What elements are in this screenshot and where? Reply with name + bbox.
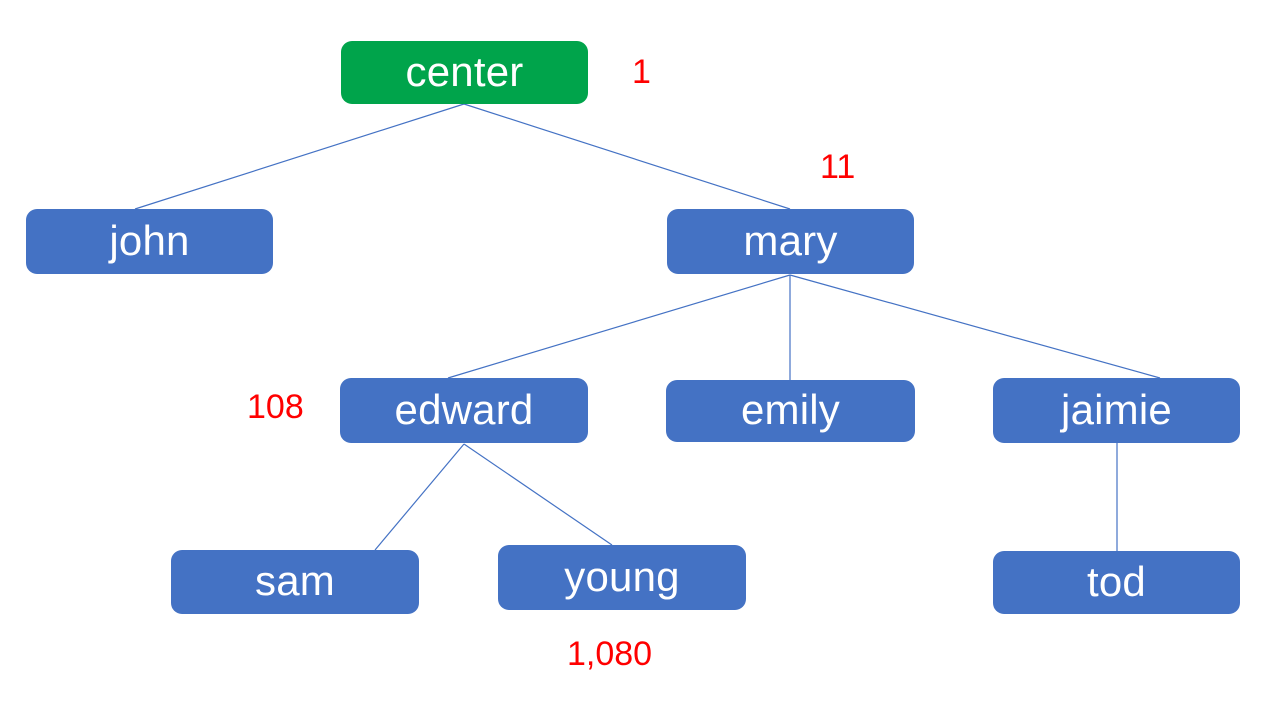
tree-node-sam[interactable]: sam: [171, 550, 419, 614]
tree-node-label-tod: tod: [1087, 557, 1146, 605]
edge-mary-edward: [447, 274, 791, 379]
annotation-young-count: 1,080: [567, 635, 653, 673]
edge-center-mary: [463, 103, 791, 210]
tree-node-emily[interactable]: emily: [666, 380, 915, 442]
tree-node-label-center: center: [405, 47, 524, 95]
tree-node-label-young: young: [564, 552, 680, 600]
tree-node-edward[interactable]: edward: [340, 378, 588, 443]
tree-node-mary[interactable]: mary: [667, 209, 914, 274]
edge-center-john: [134, 103, 465, 210]
annotation-center-count: 1: [632, 53, 651, 91]
tree-node-center[interactable]: center: [341, 41, 588, 104]
tree-node-young[interactable]: young: [498, 545, 746, 610]
edge-edward-sam: [374, 443, 465, 551]
tree-node-label-mary: mary: [743, 216, 838, 264]
tree-node-label-emily: emily: [740, 386, 840, 433]
tree-node-label-sam: sam: [255, 557, 335, 604]
tree-node-john[interactable]: john: [26, 209, 273, 274]
edge-edward-young: [463, 443, 613, 546]
tree-node-label-jaimie: jaimie: [1061, 385, 1172, 433]
edge-mary-jaimie: [789, 274, 1161, 379]
annotation-mary-count: 11: [820, 148, 856, 186]
tree-node-label-john: john: [109, 216, 190, 264]
tree-node-label-edward: edward: [394, 385, 534, 433]
tree-node-jaimie[interactable]: jaimie: [993, 378, 1240, 443]
tree-node-tod[interactable]: tod: [993, 551, 1240, 614]
annotation-edward-count: 108: [247, 388, 304, 426]
